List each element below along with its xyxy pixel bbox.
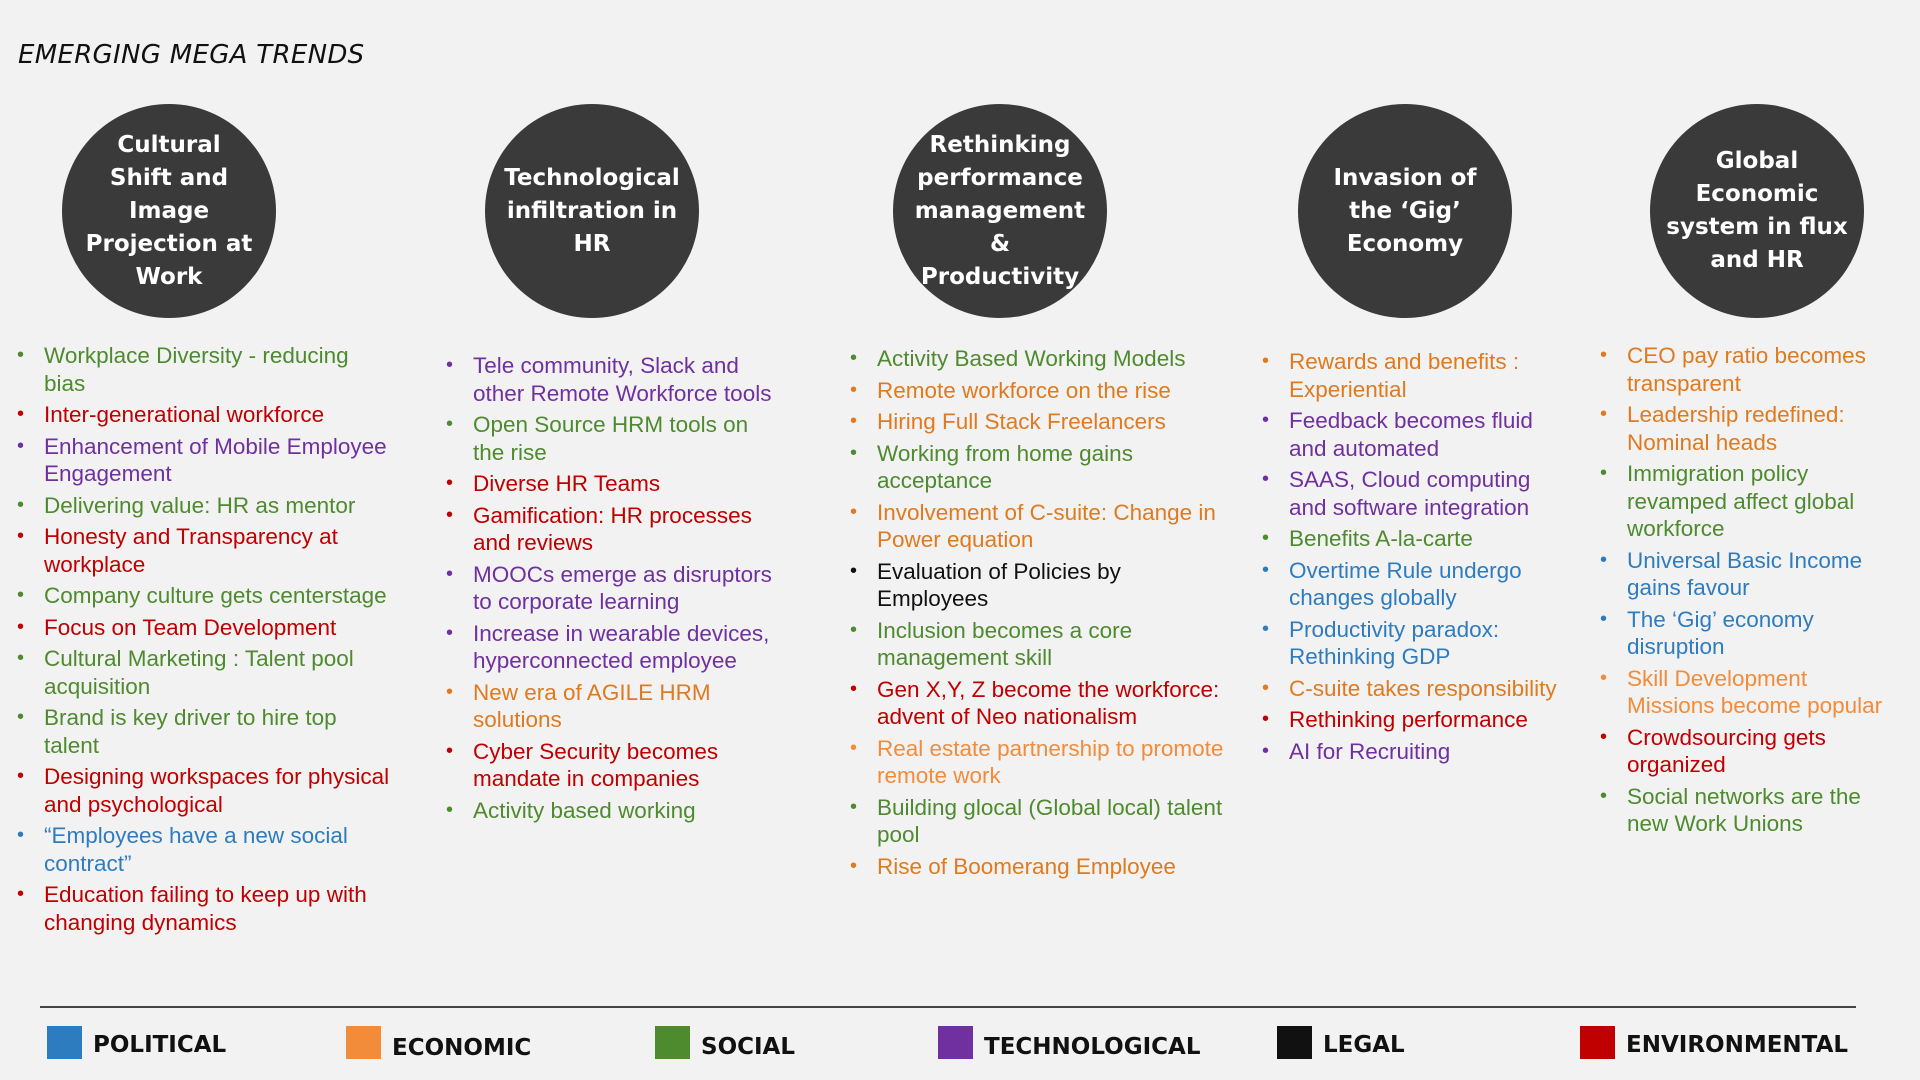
trend-item-environmental: Inter-generational workforce [17,401,392,429]
trend-item-legal: Evaluation of Policies by Employees [850,558,1225,613]
trend-list-technological-infiltration: Tele community, Slack and other Remote W… [446,352,776,828]
trend-item-social: Working from home gains acceptance [850,440,1225,495]
trend-item-social: Workplace Diversity - reducing bias [17,342,392,397]
trend-item-social: Delivering value: HR as mentor [17,492,392,520]
trend-item-political: “Employees have a new social contract” [17,822,392,877]
trend-circle-technological-infiltration: Technological infiltration in HR [485,104,699,318]
trend-item-economic: Leadership redefined: Nominal heads [1600,401,1900,456]
trend-item-political: Overtime Rule undergo changes globally [1262,557,1562,612]
page-title: EMERGING MEGA TRENDS [18,40,365,70]
trend-item-economic_light: Skill Development Missions become popula… [1600,665,1900,720]
trend-item-technological: Feedback becomes fluid and automated [1262,407,1562,462]
legend-label: SOCIAL [701,1033,796,1060]
trend-item-economic: C-suite takes responsibility [1262,675,1562,703]
legend-label: TECHNOLOGICAL [984,1033,1201,1060]
trend-circle-rethinking-performance: Rethinking performance management & Prod… [893,104,1107,318]
legend-swatch [655,1026,690,1059]
legend-label: ENVIRONMENTAL [1626,1031,1849,1058]
trend-item-economic_light: Real estate partnership to promote remot… [850,735,1225,790]
trend-item-social: Inclusion becomes a core management skil… [850,617,1225,672]
trend-item-social: Activity Based Working Models [850,345,1225,373]
legend-swatch [1580,1026,1615,1059]
trend-item-social: Company culture gets centerstage [17,582,392,610]
trend-item-environmental: Rethinking performance [1262,706,1562,734]
legend-item-economic: ECONOMIC [346,1026,532,1061]
trend-item-environmental: Gamification: HR processes and reviews [446,502,776,557]
legend-swatch [346,1026,381,1059]
trend-item-economic: New era of AGILE HRM solutions [446,679,776,734]
trend-item-technological: AI for Recruiting [1262,738,1562,766]
trend-item-social: Activity based working [446,797,776,825]
trend-circle-global-economic: Global Economic system in flux and HR [1650,104,1864,318]
trend-item-economic: Rewards and benefits : Experiential [1262,348,1562,403]
trend-item-technological: Tele community, Slack and other Remote W… [446,352,776,407]
legend-label: ECONOMIC [392,1034,532,1061]
trend-item-social: Immigration policy revamped affect globa… [1600,460,1900,543]
legend-label: LEGAL [1323,1031,1405,1058]
legend-swatch [47,1026,82,1059]
trend-item-environmental: Diverse HR Teams [446,470,776,498]
trend-item-technological: Increase in wearable devices, hyperconne… [446,620,776,675]
trend-item-environmental: Education failing to keep up with changi… [17,881,392,936]
trend-list-cultural-shift: Workplace Diversity - reducing biasInter… [17,342,392,940]
trend-item-environmental: Designing workspaces for physical and ps… [17,763,392,818]
trend-item-social: Brand is key driver to hire top talent [17,704,392,759]
trend-item-social: Social networks are the new Work Unions [1600,783,1900,838]
trend-list-rethinking-performance: Activity Based Working ModelsRemote work… [850,345,1225,884]
trend-circle-cultural-shift: Cultural Shift and Image Projection at W… [62,104,276,318]
trend-item-environmental: Honesty and Transparency at workplace [17,523,392,578]
legend-item-political: POLITICAL [47,1026,226,1059]
legend-item-legal: LEGAL [1277,1026,1405,1059]
trend-item-environmental: Cyber Security becomes mandate in compan… [446,738,776,793]
trend-item-economic: Hiring Full Stack Freelancers [850,408,1225,436]
trend-list-global-economic: CEO pay ratio becomes transparentLeaders… [1600,342,1900,842]
trend-item-technological: Enhancement of Mobile Employee Engagemen… [17,433,392,488]
trend-item-social: Benefits A-la-carte [1262,525,1562,553]
trend-item-environmental: Gen X,Y, Z become the workforce: advent … [850,676,1225,731]
legend-item-technological: TECHNOLOGICAL [938,1026,1201,1060]
trend-item-environmental: Focus on Team Development [17,614,392,642]
trend-item-political: Universal Basic Income gains favour [1600,547,1900,602]
trend-item-economic: Involvement of C-suite: Change in Power … [850,499,1225,554]
trend-item-social: Open Source HRM tools on the rise [446,411,776,466]
trend-item-political: The ‘Gig’ economy disruption [1600,606,1900,661]
legend-label: POLITICAL [93,1031,227,1058]
trend-list-gig-economy: Rewards and benefits : ExperientialFeedb… [1262,348,1562,769]
legend-swatch [938,1026,973,1059]
legend-swatch [1277,1026,1312,1059]
trend-item-environmental: Crowdsourcing gets organized [1600,724,1900,779]
trend-item-economic: Rise of Boomerang Employee [850,853,1225,881]
trend-item-technological: MOOCs emerge as disruptors to corporate … [446,561,776,616]
legend-item-social: SOCIAL [655,1026,796,1060]
trend-item-social: Building glocal (Global local) talent po… [850,794,1225,849]
legend-divider [40,1006,1856,1008]
trend-item-technological: SAAS, Cloud computing and software integ… [1262,466,1562,521]
trend-item-political: Productivity paradox: Rethinking GDP [1262,616,1562,671]
legend-item-environmental: ENVIRONMENTAL [1580,1026,1848,1059]
trend-item-economic: CEO pay ratio becomes transparent [1600,342,1900,397]
trend-circle-gig-economy: Invasion of the ‘Gig’ Economy [1298,104,1512,318]
trend-item-economic: Remote workforce on the rise [850,377,1225,405]
trend-item-social: Cultural Marketing : Talent pool acquisi… [17,645,392,700]
